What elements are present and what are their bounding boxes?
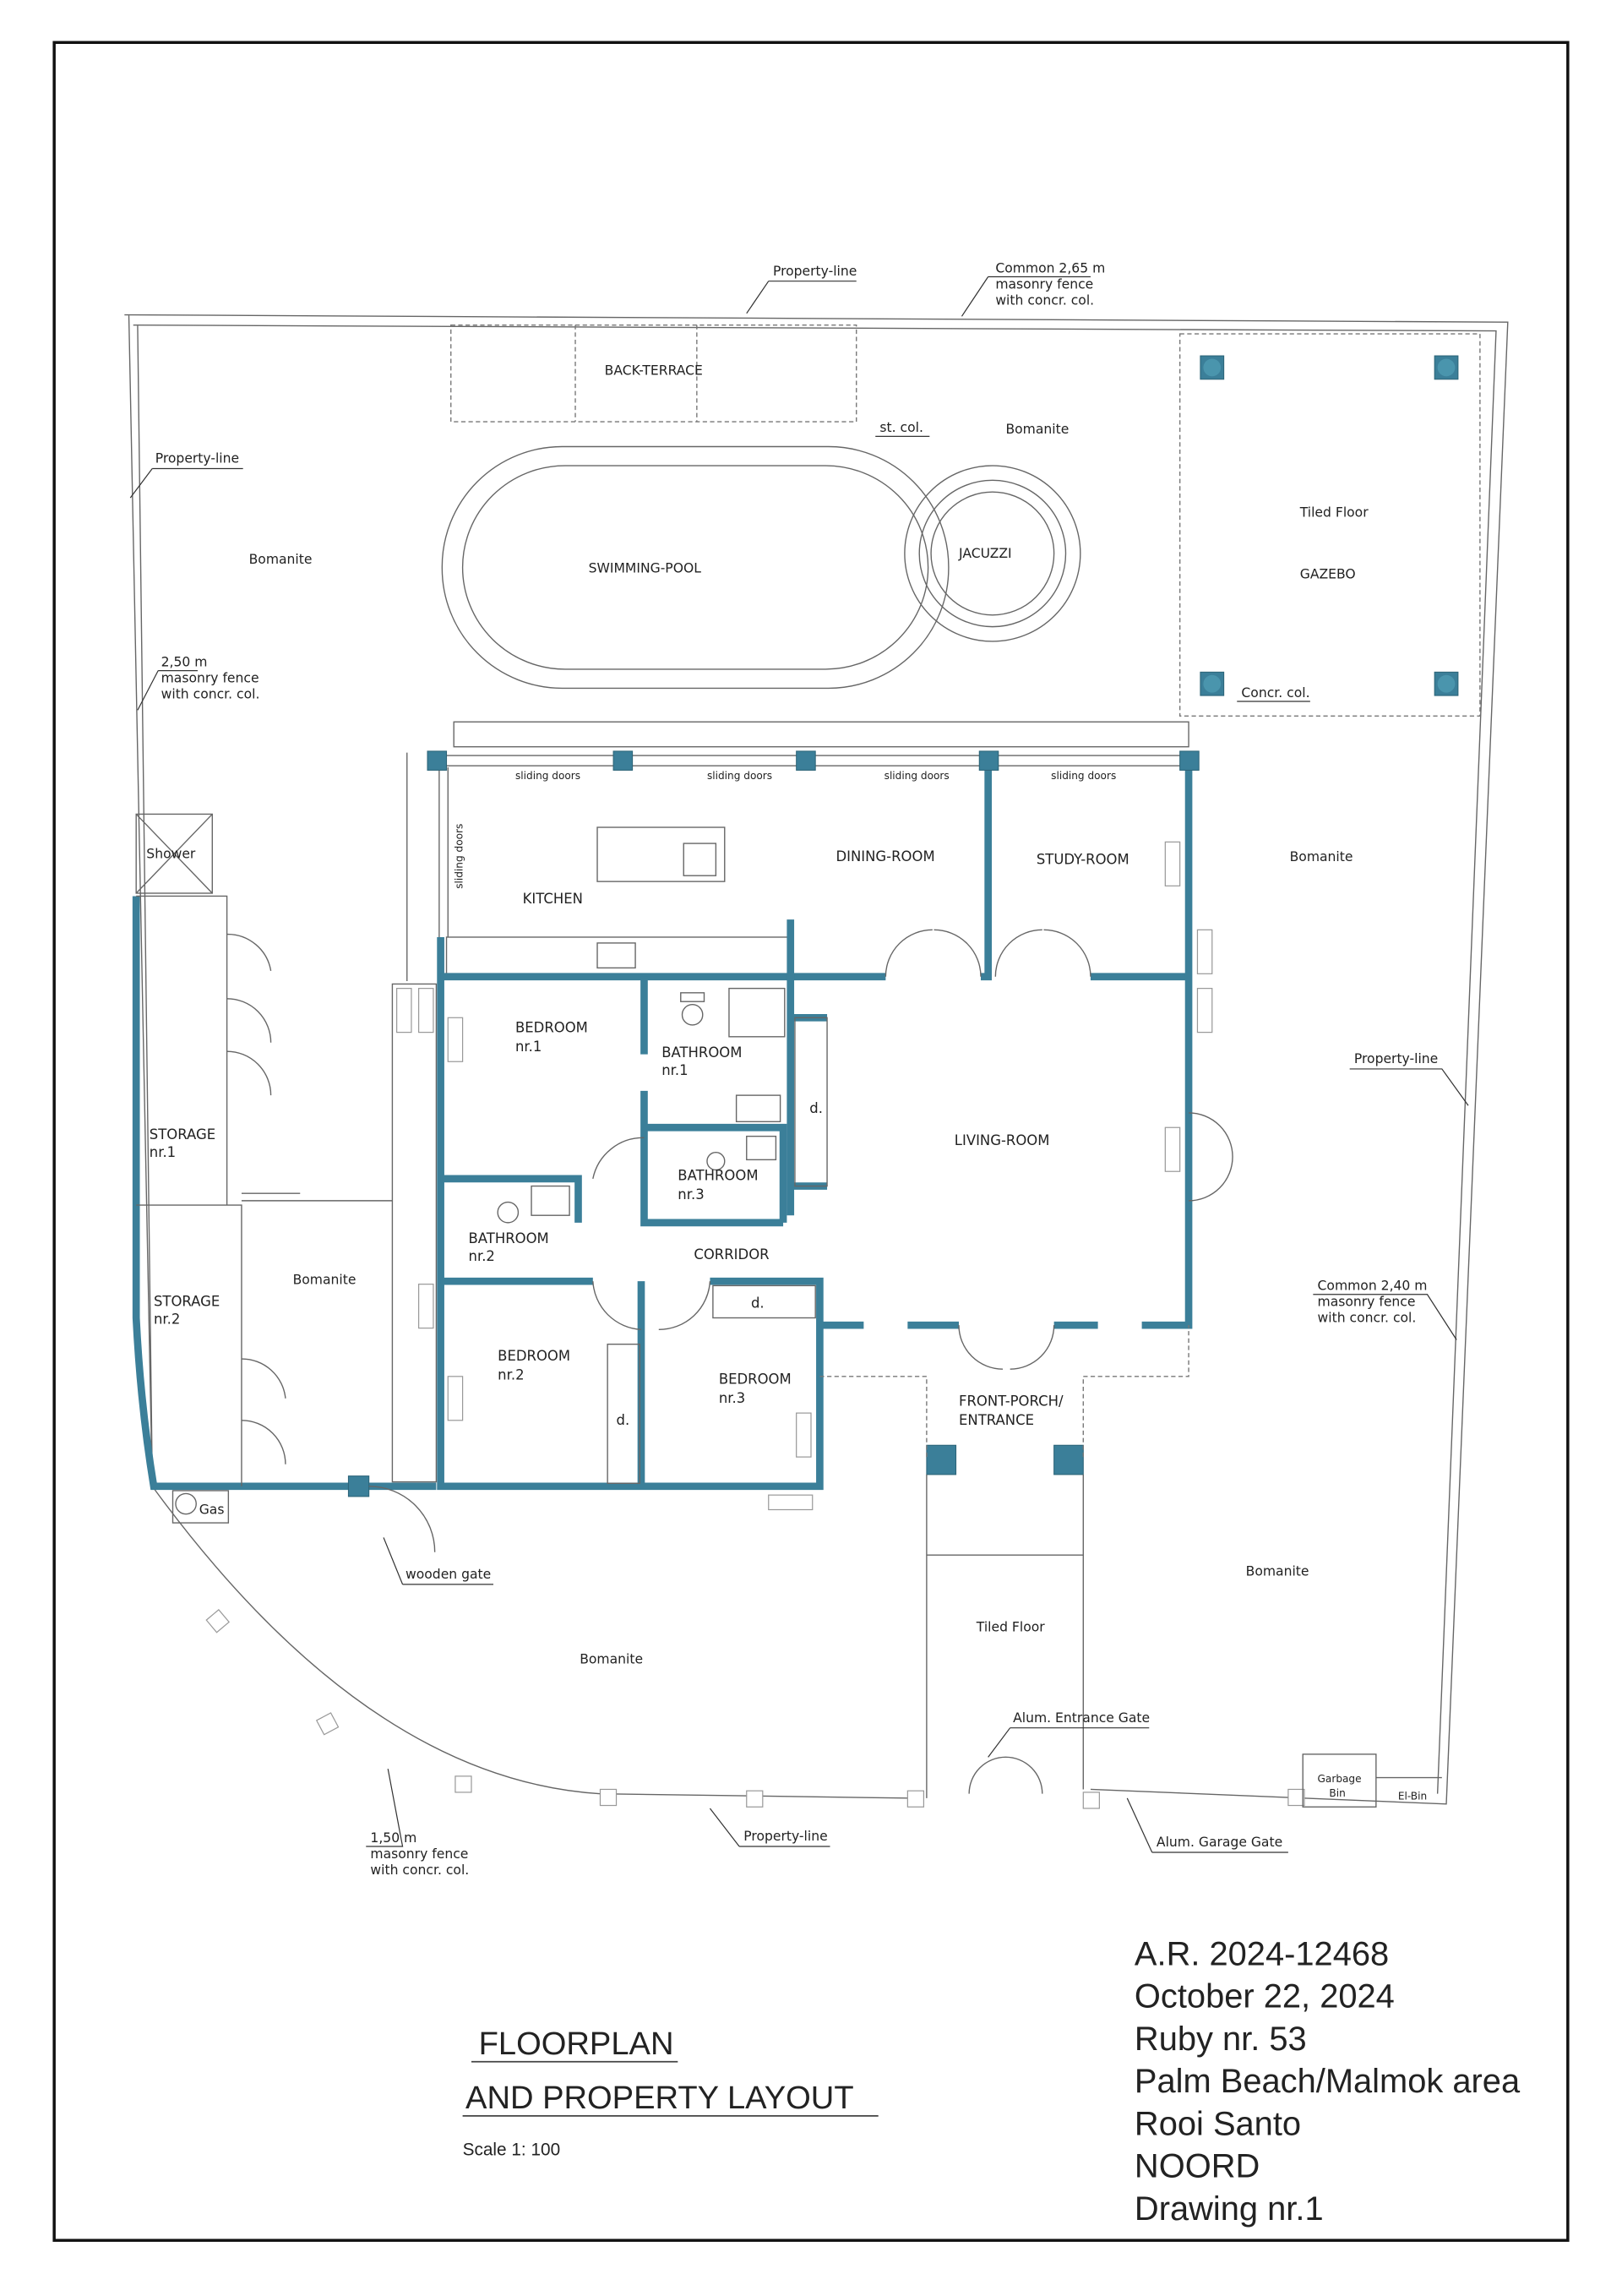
- bomanite-label: Bomanite: [1005, 422, 1069, 437]
- room-labels: sliding doors sliding doors sliding door…: [146, 770, 1129, 1518]
- drawing-title: FLOORPLAN: [479, 2026, 674, 2062]
- gazebo-label: GAZEBO: [1300, 566, 1356, 581]
- property-line-label: Property-line: [155, 451, 239, 466]
- property-line-label: Property-line: [1354, 1051, 1438, 1066]
- fence-note-line: with concr. col.: [370, 1862, 469, 1878]
- wooden-gate-label: wooden gate: [406, 1567, 491, 1582]
- drawing-date: October 22, 2024: [1135, 1978, 1395, 2015]
- bedroom-3-number: nr.3: [719, 1390, 745, 1406]
- bathroom-2-label: BATHROOM: [469, 1230, 549, 1246]
- district: NOORD: [1135, 2148, 1260, 2185]
- entrance-gate-label: Alum. Entrance Gate: [1013, 1710, 1150, 1726]
- property-boundary: [124, 314, 1509, 1809]
- house: [132, 721, 1233, 1798]
- storage-1-number: nr.1: [150, 1144, 176, 1160]
- sliding-doors-label: sliding doors: [707, 770, 772, 782]
- bedroom-2-number: nr.2: [498, 1366, 524, 1383]
- bomanite-label: Bomanite: [249, 552, 313, 567]
- title-block: FLOORPLAN AND PROPERTY LAYOUT Scale 1: 1…: [463, 1935, 1521, 2228]
- gazebo-floor-label: Tiled Floor: [1299, 505, 1369, 521]
- bathroom-3-number: nr.3: [678, 1186, 704, 1203]
- property-line-label: Property-line: [773, 264, 857, 279]
- sliding-doors-label: sliding doors: [515, 770, 580, 782]
- garage-gate-label: Alum. Garage Gate: [1157, 1835, 1282, 1850]
- porch-label-2: ENTRANCE: [959, 1412, 1034, 1428]
- bedroom-2-label: BEDROOM: [498, 1348, 570, 1364]
- swimming-pool-label: SWIMMING-POOL: [589, 561, 702, 576]
- sheet-border: [52, 41, 1570, 2242]
- storage-2-number: nr.2: [154, 1311, 180, 1327]
- drawing-subtitle: AND PROPERTY LAYOUT: [465, 2080, 854, 2116]
- bathroom-2-number: nr.2: [469, 1248, 495, 1264]
- el-bin-label: El-Bin: [1398, 1791, 1427, 1802]
- bedroom-1-number: nr.1: [515, 1039, 542, 1055]
- swimming-pool: SWIMMING-POOL: [441, 445, 950, 690]
- corridor-label: CORRIDOR: [694, 1246, 769, 1263]
- back-terrace: BACK-TERRACE st. col.: [450, 324, 930, 437]
- steel-column-label: st. col.: [879, 420, 923, 435]
- bathroom-1-number: nr.1: [661, 1062, 688, 1078]
- garbage-bin-label: Garbage: [1318, 1773, 1362, 1785]
- site-labels: Property-line Property-line Property-lin…: [129, 260, 1469, 1878]
- bedroom-1-label: BEDROOM: [515, 1020, 588, 1036]
- bathroom-1-label: BATHROOM: [661, 1044, 742, 1061]
- shower-label: Shower: [146, 846, 196, 861]
- fence-note-line: 2,50 m: [161, 654, 208, 669]
- bedroom-3-label: BEDROOM: [719, 1371, 792, 1387]
- bomanite-label: Bomanite: [580, 1651, 643, 1666]
- kitchen-label: KITCHEN: [523, 891, 583, 907]
- storage-2-label: STORAGE: [154, 1294, 220, 1310]
- fence-note-line: with concr. col.: [161, 687, 260, 702]
- fence-left-note: 2,50 m masonry fence with concr. col.: [137, 654, 260, 711]
- fence-note-line: with concr. col.: [995, 292, 1094, 308]
- sliding-doors-label: sliding doors: [454, 824, 465, 889]
- fence-top-note: Common 2,65 m masonry fence with concr. …: [961, 260, 1105, 317]
- property-line-label: Property-line: [743, 1829, 827, 1844]
- scale-label: Scale 1: 100: [463, 2141, 561, 2160]
- fence-note-line: 1,50 m: [370, 1830, 416, 1846]
- fence-right-note: Common 2,40 m masonry fence with concr. …: [1313, 1279, 1457, 1340]
- area: Palm Beach/Malmok area: [1135, 2063, 1521, 2100]
- garbage-bin-label-2: Bin: [1329, 1787, 1345, 1799]
- sliding-doors-label: sliding doors: [884, 770, 950, 782]
- sliding-doors-label: sliding doors: [1051, 770, 1116, 782]
- bomanite-label: Bomanite: [1290, 849, 1353, 864]
- living-room-label: LIVING-ROOM: [955, 1132, 1050, 1148]
- fence-note-line: Common 2,65 m: [995, 260, 1105, 275]
- closet-label: d.: [751, 1295, 765, 1311]
- fence-note-line: masonry fence: [370, 1846, 468, 1862]
- gas-label: Gas: [199, 1502, 225, 1518]
- study-room-label: STUDY-ROOM: [1037, 851, 1129, 867]
- concrete-column-label: Concr. col.: [1241, 685, 1309, 701]
- fence-note-line: with concr. col.: [1318, 1311, 1417, 1326]
- drawing-number: Drawing nr.1: [1135, 2190, 1324, 2228]
- dining-room-label: DINING-ROOM: [835, 848, 934, 864]
- bathroom-3-label: BATHROOM: [678, 1168, 758, 1184]
- fence-note-line: Common 2,40 m: [1318, 1279, 1428, 1294]
- fence-note-line: masonry fence: [161, 670, 259, 685]
- neighborhood: Rooi Santo: [1135, 2105, 1301, 2142]
- fence-note-line: masonry fence: [1318, 1295, 1416, 1310]
- bomanite-label: Bomanite: [293, 1273, 357, 1288]
- jacuzzi: JACUZZI: [904, 465, 1081, 642]
- storage-1-label: STORAGE: [150, 1126, 215, 1143]
- gazebo: Tiled Floor GAZEBO Concr. col.: [1178, 333, 1481, 717]
- closet-label: d.: [809, 1100, 823, 1116]
- fence-note-line: masonry fence: [995, 276, 1093, 292]
- bomanite-label: Bomanite: [1246, 1563, 1309, 1579]
- porch-label: FRONT-PORCH/: [959, 1393, 1064, 1409]
- closet-label: d.: [617, 1412, 630, 1428]
- back-terrace-label: BACK-TERRACE: [605, 363, 703, 379]
- permit-number: A.R. 2024-12468: [1135, 1935, 1389, 1972]
- jacuzzi-label: JACUZZI: [958, 546, 1012, 561]
- address: Ruby nr. 53: [1135, 2021, 1307, 2058]
- fence-bottom-note: 1,50 m masonry fence with concr. col.: [366, 1769, 469, 1878]
- entrance-floor-label: Tiled Floor: [976, 1619, 1045, 1634]
